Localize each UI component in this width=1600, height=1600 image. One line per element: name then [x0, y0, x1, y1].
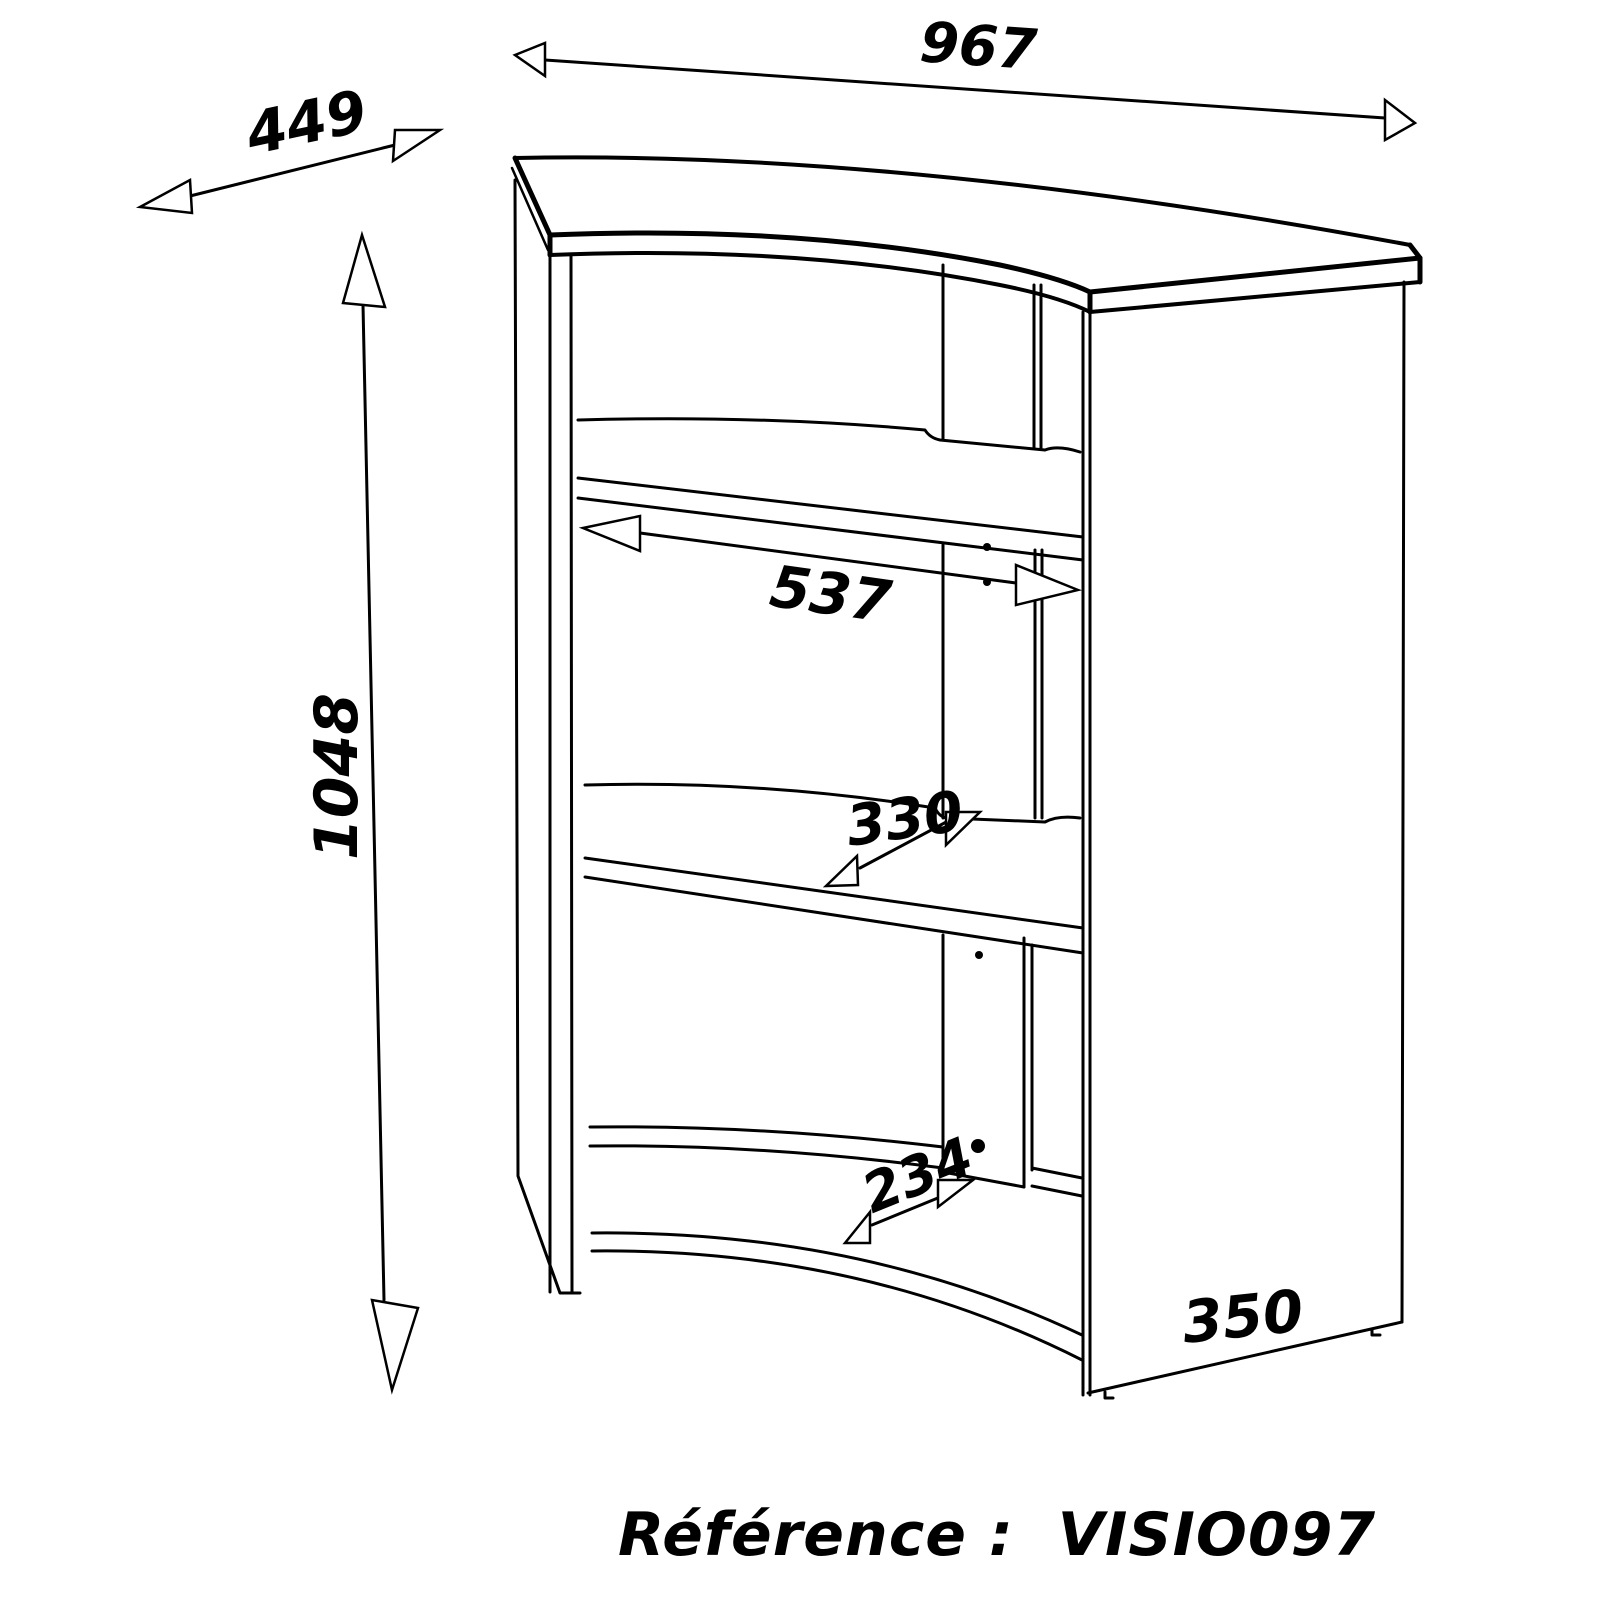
dimension-depth: 449: [135, 77, 445, 215]
arrow-right-icon: [1383, 97, 1418, 143]
dimension-height: 1048: [302, 230, 420, 1395]
dimension-label-537: 537: [766, 552, 896, 636]
arrow-right-icon: [944, 810, 984, 848]
dowel-dot: [971, 1139, 985, 1153]
dimension-side-panel: 350: [1179, 1277, 1307, 1357]
dimension-label-1048: 1048: [302, 693, 372, 860]
arrow-left-icon: [842, 1208, 872, 1245]
dimension-label-967: 967: [918, 10, 1039, 83]
arrow-up-icon: [341, 230, 387, 309]
dimension-label-350: 350: [1179, 1277, 1307, 1357]
arrow-right-icon: [936, 1178, 977, 1210]
dimension-inner-width: 537: [578, 514, 1083, 636]
dimension-overall-width: 967: [512, 10, 1418, 143]
dowel-dot: [983, 543, 991, 551]
arrow-left-icon: [578, 514, 642, 553]
arrow-down-icon: [370, 1298, 420, 1395]
dimension-shelf-depth: 330: [822, 779, 984, 888]
dowel-dot: [975, 951, 983, 959]
arrow-left-icon: [135, 177, 194, 215]
reference-label: Référence : VISIO097: [618, 1500, 1377, 1570]
arrow-left-icon: [822, 853, 860, 888]
arrow-left-icon: [512, 41, 547, 79]
arrow-right-icon: [391, 128, 445, 164]
dimension-label-330: 330: [842, 779, 967, 860]
arrow-right-icon: [1014, 563, 1083, 607]
cabinet-body: [510, 155, 1423, 1400]
dimension-bottom-depth: 234: [842, 1125, 982, 1245]
